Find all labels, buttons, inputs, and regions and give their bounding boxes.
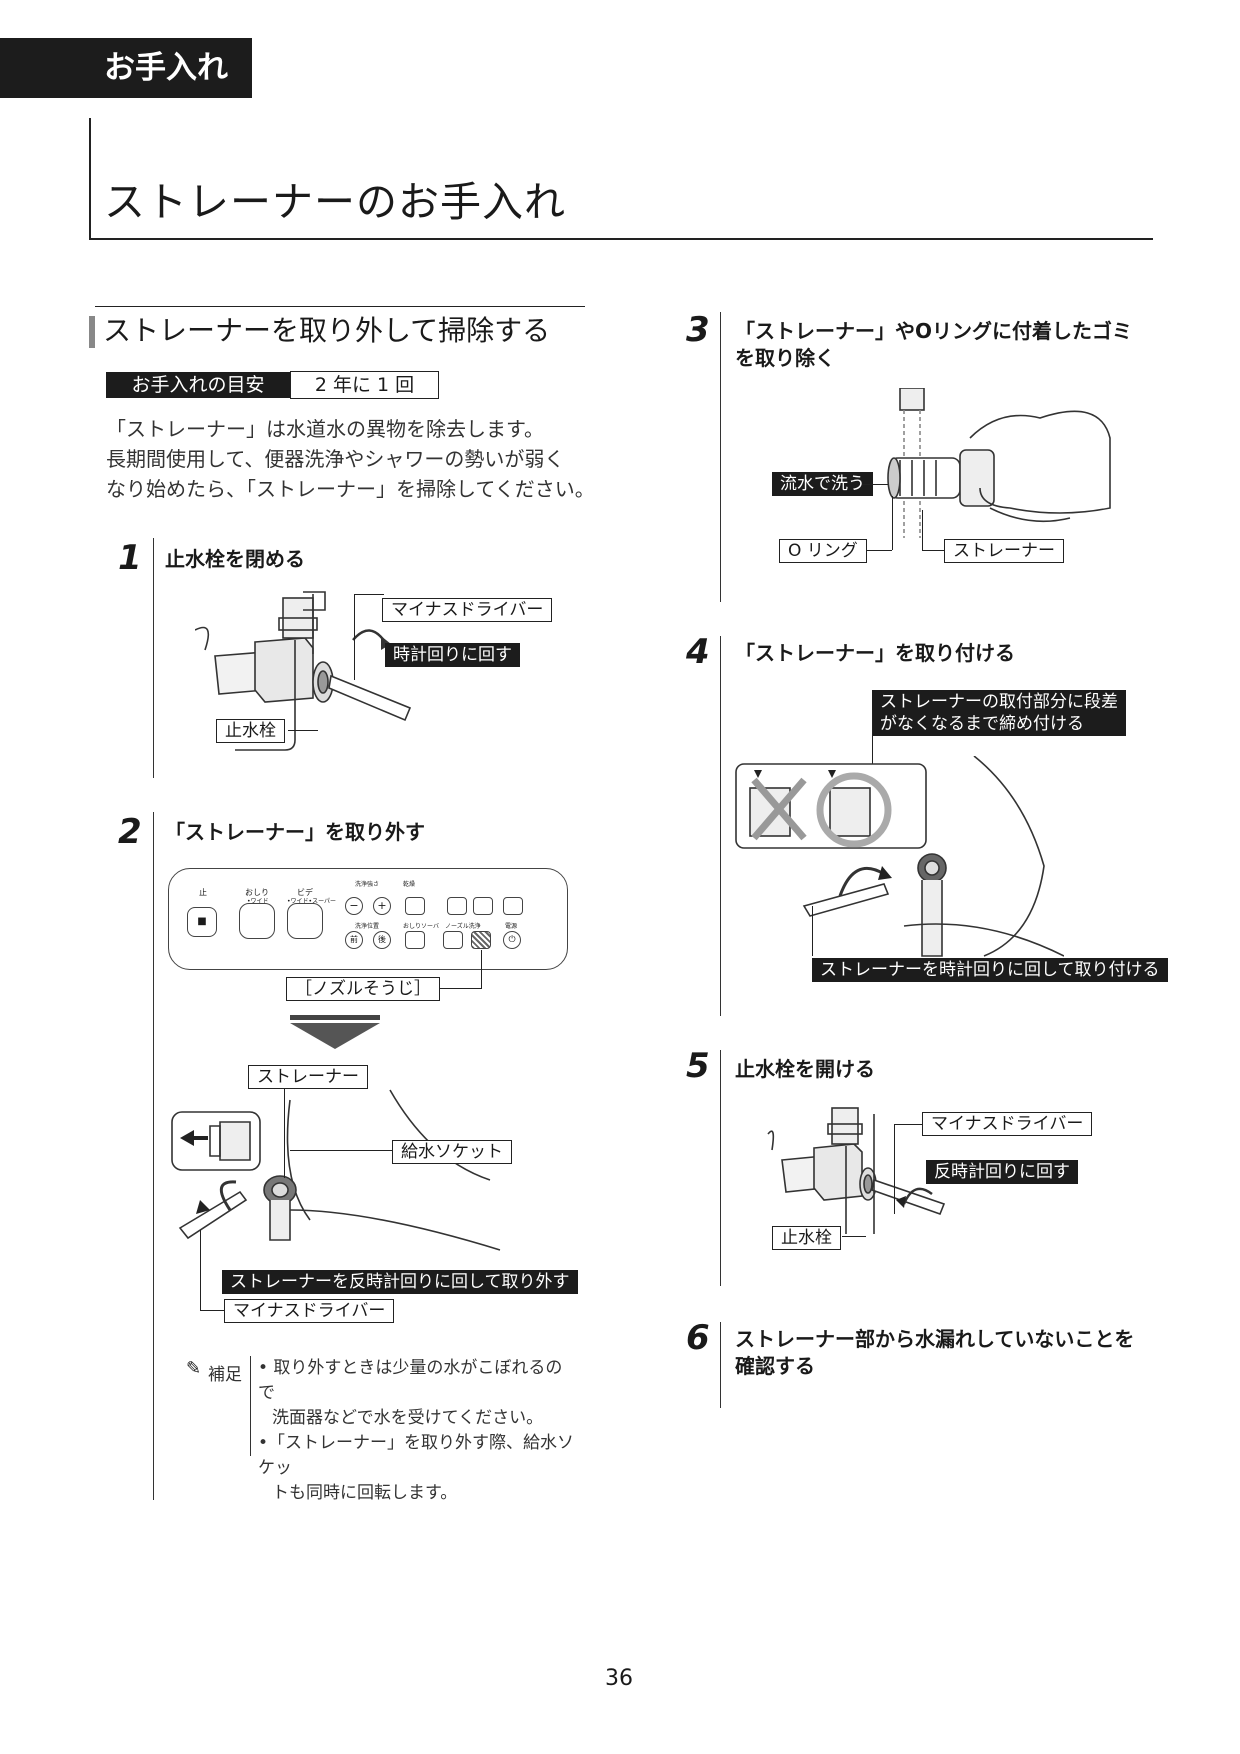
- step-6-rule: [720, 1322, 721, 1408]
- position-front-button[interactable]: 前: [345, 931, 363, 949]
- remote-control: 止 おしり •ワイド ビデ •ワイド•スーパー ■ 洗浄強さ 乾燥 − + 洗浄…: [168, 868, 568, 970]
- intro-text: 「ストレーナー」は水道水の異物を除去します。 長期間使用して、便器洗浄やシャワー…: [106, 417, 595, 501]
- remote-power-label: 電源: [505, 923, 518, 930]
- remote-bide-sub-label: •ワイド•スーパー: [287, 898, 337, 905]
- dry-button[interactable]: [405, 897, 425, 915]
- remote-position-label: 洗浄位置: [355, 923, 380, 930]
- down-arrow-icon: [290, 1015, 380, 1049]
- guide-label: お手入れの目安: [106, 372, 290, 398]
- pressure-plus-button[interactable]: +: [373, 897, 391, 915]
- remote-button-a[interactable]: [447, 897, 467, 915]
- note-rule: [250, 1356, 251, 1456]
- step-3-rule: [720, 312, 721, 602]
- step-2-socket-label: 給水ソケット: [392, 1140, 512, 1164]
- remote-button-b[interactable]: [473, 897, 493, 915]
- title-vertical-rule: [89, 118, 91, 240]
- step-3-strainer-label: ストレーナー: [944, 539, 1064, 563]
- step-2-remove-label: ストレーナーを反時計回りに回して取り外す: [222, 1270, 578, 1294]
- section-tab: お手入れ: [0, 38, 252, 98]
- step-4-title: 「ストレーナー」を取り付ける: [735, 641, 1015, 665]
- nozzle-clean-button[interactable]: [471, 931, 491, 949]
- step-1-rotate-label: 時計回りに回す: [385, 643, 520, 667]
- power-button[interactable]: ⏻: [503, 931, 521, 949]
- step-3-wash-label: 流水で洗う: [772, 472, 873, 496]
- step-3-oring-label: O リング: [779, 539, 867, 563]
- step-5-rotate-label: 反時計回りに回す: [926, 1160, 1078, 1184]
- pressure-minus-button[interactable]: −: [345, 897, 363, 915]
- bide-button[interactable]: [287, 903, 323, 939]
- step-5-title: 止水栓を開ける: [735, 1057, 875, 1081]
- step-4-number: 4: [686, 632, 710, 672]
- step-5-valve-label: 止水栓: [772, 1226, 841, 1250]
- position-back-button[interactable]: 後: [373, 931, 391, 949]
- note-label: 補足: [208, 1365, 242, 1385]
- guide-value: 2 年に 1 回: [290, 371, 439, 399]
- step-4-tighten-label: ストレーナーの取付部分に段差 がなくなるまで締め付ける: [872, 690, 1126, 736]
- remote-nozzle-label: ノーズル洗浄: [445, 923, 481, 930]
- step-1-valve-label: 止水栓: [216, 719, 285, 743]
- step-1-driver-label: マイナスドライバー: [382, 598, 553, 622]
- step-2-driver-label: マイナスドライバー: [224, 1299, 395, 1323]
- page-number: 36: [605, 1666, 633, 1691]
- subsection-bar: [89, 316, 95, 348]
- step-5-driver-label: マイナスドライバー: [922, 1112, 1093, 1136]
- massage-button[interactable]: [405, 931, 425, 949]
- step-4-rule: [720, 636, 721, 1016]
- title-horizontal-rule: [89, 238, 1153, 240]
- step-1-rule: [153, 538, 154, 778]
- pencil-icon: ✎: [186, 1358, 202, 1379]
- step-3-number: 3: [686, 310, 710, 350]
- nozzle-clean-label: ［ノズルそうじ］: [286, 977, 440, 1001]
- subsection-rule: [95, 306, 585, 307]
- step-4-illustration: [735, 756, 1064, 957]
- step-2-number: 2: [118, 812, 142, 852]
- remote-bide-label: ビデ: [297, 888, 313, 897]
- step-2-title: 「ストレーナー」を取り外す: [165, 820, 425, 844]
- remote-oshiri-label: おしり: [245, 888, 269, 897]
- step-5-rule: [720, 1050, 721, 1286]
- remote-stop-label: 止: [199, 888, 207, 897]
- step-1-title: 止水栓を閉める: [165, 547, 305, 571]
- step-2-strainer-label: ストレーナー: [248, 1065, 368, 1089]
- step-1-number: 1: [118, 538, 142, 578]
- remote-warm-label: 乾燥: [403, 881, 416, 888]
- remote-button-c[interactable]: [503, 897, 523, 915]
- remote-button-d[interactable]: [443, 931, 463, 949]
- step-4-attach-label: ストレーナーを時計回りに回して取り付ける: [812, 958, 1168, 982]
- remote-massage-label: おしりソーバ: [403, 923, 439, 930]
- step-5-number: 5: [686, 1046, 710, 1086]
- page-title: ストレーナーのお手入れ: [104, 178, 566, 226]
- note-text: • 取り外すときは少量の水がこぼれるので 洗面器などで水を受けてください。 •「…: [258, 1358, 575, 1503]
- step-3-title: 「ストレーナー」やOリングに付着したゴミ を取り除く: [735, 319, 1133, 370]
- subsection-title: ストレーナーを取り外して掃除する: [103, 314, 551, 347]
- step-1-illustration: [195, 591, 412, 751]
- step-6-title: ストレーナー部から水漏れしていないことを 確認する: [735, 1327, 1135, 1378]
- remote-pressure-label: 洗浄強さ: [355, 881, 380, 888]
- step-2-illustration: [171, 1089, 501, 1251]
- step-5-illustration: [767, 1107, 946, 1234]
- stop-button[interactable]: ■: [187, 907, 217, 937]
- step-6-number: 6: [686, 1318, 710, 1358]
- remote-oshiri-sub-label: •ワイド: [247, 898, 269, 905]
- step-2-rule: [153, 812, 154, 1500]
- step-3-illustration: [887, 388, 1111, 538]
- oshiri-button[interactable]: [239, 903, 275, 939]
